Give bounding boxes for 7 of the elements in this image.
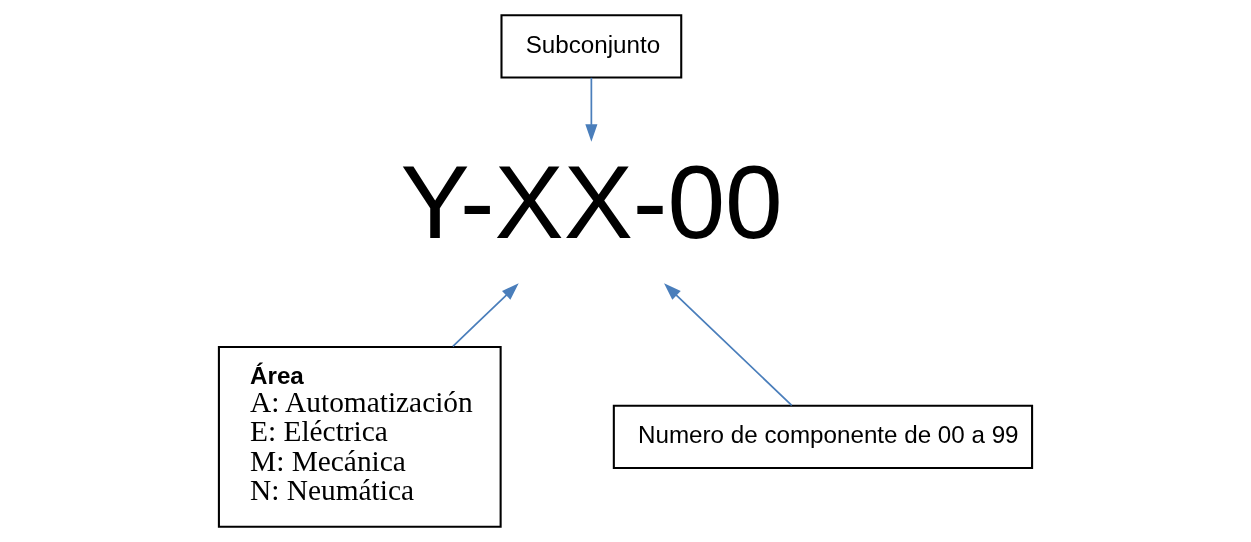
node-box: Numero de componente de 00 a 99 (612, 404, 1034, 470)
node-text: Y-XX-00 (400, 144, 783, 261)
arrow (664, 283, 793, 407)
node-box: Área A: Automatización E: Eléctrica M: Mecánica N: Neumática (217, 346, 502, 528)
node-box: Subconjunto (500, 14, 683, 79)
arrow (585, 76, 598, 142)
arrow (452, 283, 519, 348)
